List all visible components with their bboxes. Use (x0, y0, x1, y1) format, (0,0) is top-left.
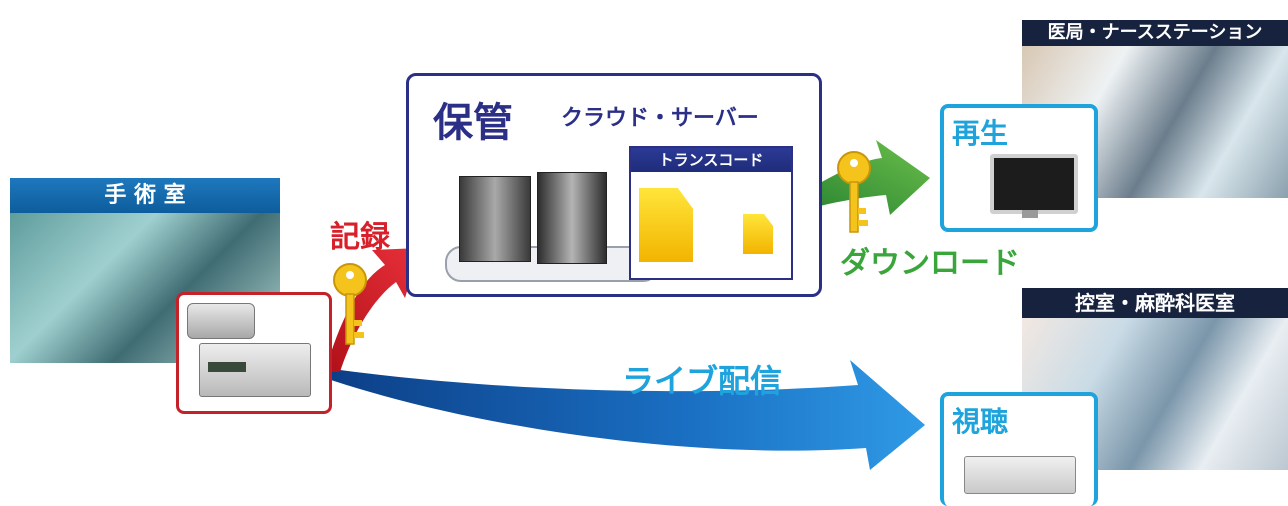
record-label: 記録 (330, 220, 390, 255)
key-icon (837, 151, 871, 233)
waiting-room-label: 控室・麻酔科医室 (1022, 288, 1288, 318)
live-stream-label: ライブ配信 (622, 362, 783, 400)
surgery-room-label: 手 術 室 (10, 178, 280, 213)
transcode-label: トランスコード (631, 148, 791, 172)
playback-label: 再生 (952, 117, 1009, 150)
monitor-icon (990, 154, 1078, 214)
server-icon (459, 176, 531, 262)
large-file-icon (639, 188, 693, 262)
server-icon (537, 172, 607, 264)
storage-subtitle: クラウド・サーバー (561, 106, 759, 131)
key-icon (333, 263, 367, 345)
camera-icon (187, 303, 255, 339)
small-file-icon (743, 214, 773, 254)
receiver-device-icon (964, 456, 1076, 494)
download-label: ダウンロード (840, 246, 1020, 281)
live-stream-arrow (325, 360, 925, 470)
storage-title: 保管 (433, 100, 513, 146)
viewing-label: 視聴 (952, 405, 1009, 438)
recorder-device-icon (199, 343, 311, 397)
cloud-storage-box: 保管 クラウド・サーバー トランスコード (406, 73, 822, 297)
monitor-stand-icon (1022, 210, 1038, 218)
viewing-box: 視聴 (940, 392, 1098, 506)
nurse-station-label: 医局・ナースステーション (1022, 20, 1288, 46)
transcode-panel: トランスコード (629, 146, 793, 280)
playback-box: 再生 (940, 104, 1098, 232)
recorder-frame (176, 292, 332, 414)
